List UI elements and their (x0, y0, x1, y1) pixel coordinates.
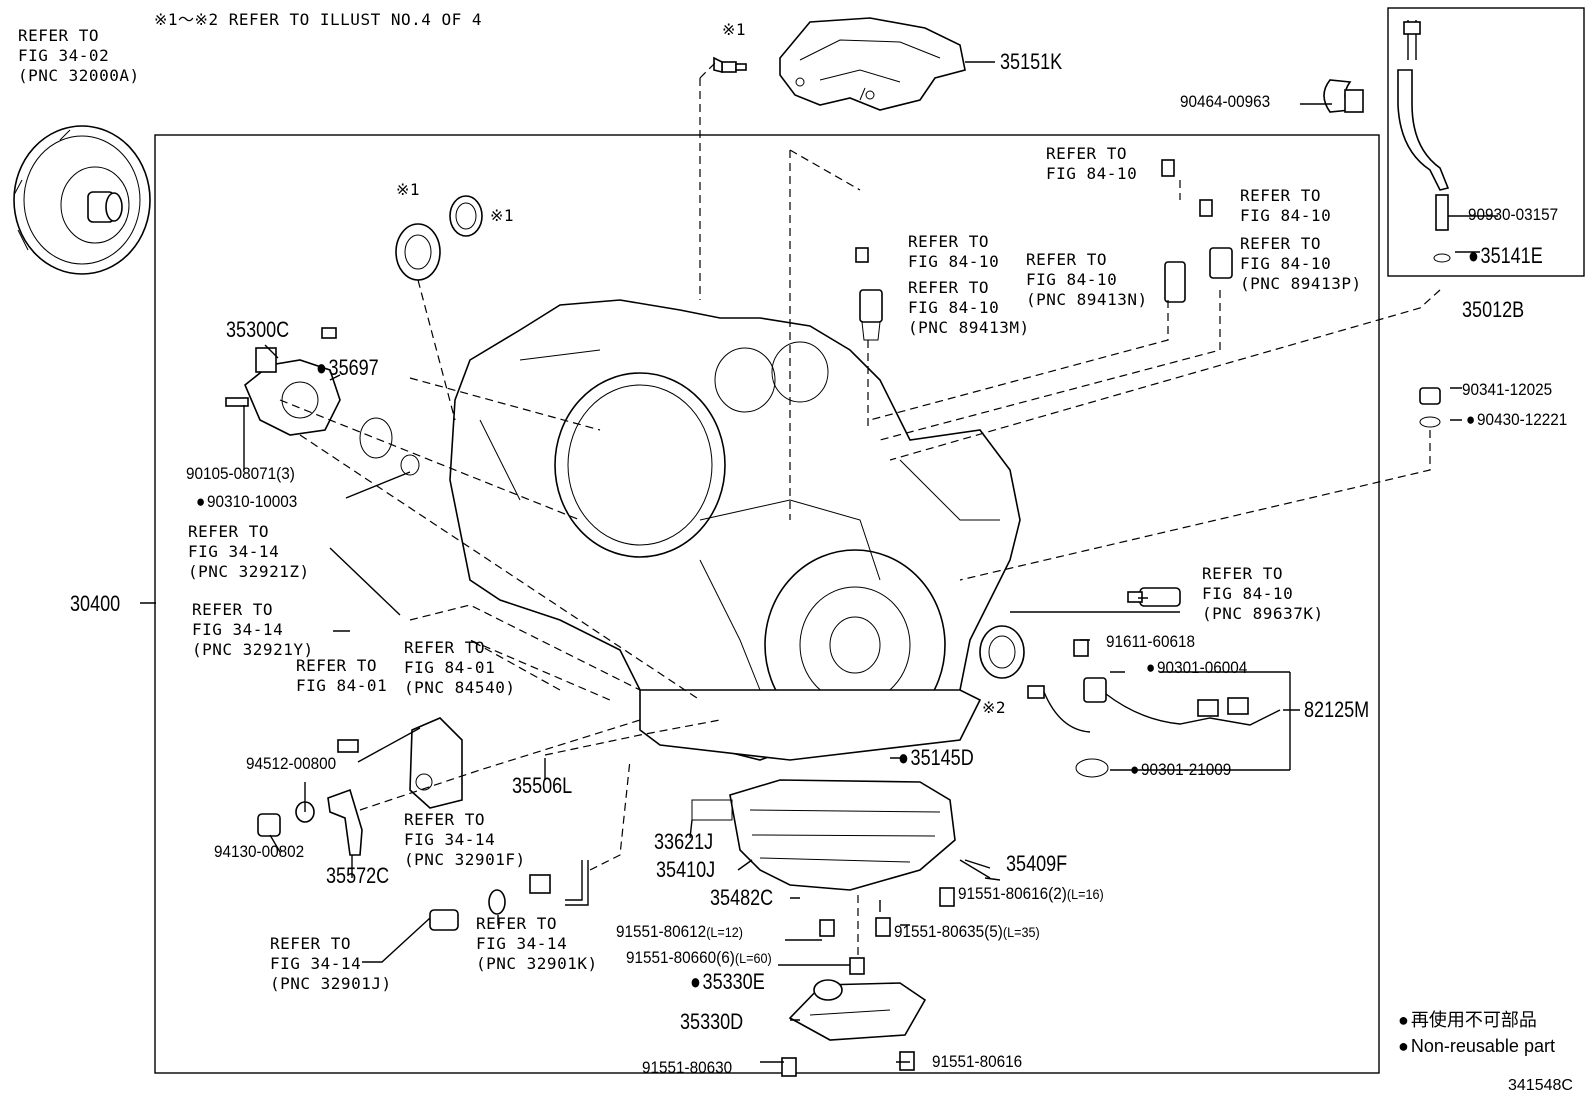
union-bolt (429, 889, 506, 931)
ref-32921z: REFER TO FIG 34-14 (PNC 32921Z) (188, 522, 310, 581)
part-35151k: 35151K (1000, 49, 1063, 74)
part-90464-00963: 90464-00963 (1180, 92, 1271, 111)
part-35141e: 35141E (1468, 244, 1543, 268)
part-91551-80630: 91551-80630 (642, 1058, 733, 1077)
mark2-seal: ※2 (982, 698, 1007, 717)
ref-32901j: REFER TO FIG 34-14 (PNC 32901J) (270, 934, 392, 993)
part-30400: 30400 (70, 591, 121, 616)
ref-89637k: REFER TO FIG 84-10 (PNC 89637K) (1202, 564, 1324, 623)
part-94130-00802: 94130-00802 (214, 842, 305, 861)
ref-8410-a: REFER TO FIG 84-10 (1046, 144, 1138, 183)
ref-8410-b: REFER TO FIG 84-10 (1240, 186, 1332, 225)
ref-32921y: REFER TO FIG 34-14 (PNC 32921Y) (192, 600, 314, 659)
torque-converter (13, 125, 151, 275)
note-top: ※1～※2 REFER TO ILLUST NO.4 OF 4 (154, 10, 483, 29)
breather-hose (1397, 20, 1451, 263)
part-91551-80616-2: 91551-80616(2)(L=16) (958, 884, 1104, 903)
sensor-84540 (337, 717, 463, 809)
ref-32901f: REFER TO FIG 34-14 (PNC 32901F) (404, 810, 526, 869)
part-90430-12221: 90430-12221 (1466, 410, 1567, 430)
ref-89413p: REFER TO FIG 84-10 (PNC 89413P) (1240, 234, 1362, 293)
part-90341-12025: 90341-12025 (1462, 380, 1553, 399)
part-35330e: 35330E (690, 970, 765, 994)
oil-strainer (788, 979, 927, 1041)
part-91611-60618: 91611-60618 (1106, 632, 1196, 651)
washers-nuts (257, 801, 315, 837)
oil-pipe (529, 860, 589, 906)
part-35330d: 35330D (680, 1009, 744, 1034)
clamp-90464 (1323, 79, 1364, 113)
part-91551-80612: 91551-80612(L=12) (616, 922, 743, 941)
bolts-lower (781, 639, 1089, 1077)
oil-seals (395, 195, 483, 281)
part-90105-08071: 90105-08071(3) (186, 464, 295, 483)
part-35482c: 35482C (710, 885, 774, 910)
solenoid-35300c (225, 327, 420, 476)
part-35012b: 35012B (1462, 297, 1525, 322)
part-82125m: 82125M (1304, 697, 1370, 722)
legend-jp: 再使用不可部品 (1398, 1010, 1537, 1030)
ref-84540: REFER TO FIG 84-01 (PNC 84540) (404, 638, 516, 697)
part-33621j: 33621J (654, 829, 714, 854)
sensor-89637k (1127, 587, 1181, 607)
ref-89413m: REFER TO FIG 84-10 (PNC 89413M) (908, 278, 1030, 337)
mark1-seal-a: ※1 (396, 180, 421, 199)
transaxle-case (449, 299, 1021, 761)
inset-frame-35012b (1387, 7, 1585, 277)
part-94512-00800: 94512-00800 (246, 754, 337, 773)
part-35409f: 35409F (1006, 851, 1068, 876)
part-35145d: 35145D (898, 746, 974, 770)
part-35410j: 35410J (656, 857, 716, 882)
cover-35151k (779, 17, 966, 111)
mark1-seal-b: ※1 (490, 206, 515, 225)
ref-89413n: REFER TO FIG 84-10 (PNC 89413N) (1026, 250, 1148, 309)
ref-8410-c: REFER TO FIG 84-10 (908, 232, 1000, 271)
main-frame (154, 134, 1380, 1074)
part-35572c: 35572C (326, 863, 390, 888)
leader-lines (140, 61, 1498, 1063)
part-90310-10003: 90310-10003 (196, 492, 297, 512)
mark1-top: ※1 (722, 20, 747, 39)
valve-body (691, 779, 956, 891)
wire-harness-82125m (1027, 677, 1281, 778)
part-91551-80660-6: 91551-80660(6)(L=60) (626, 948, 772, 967)
part-35506l: 35506L (512, 773, 573, 798)
part-90930-03157: 90930-03157 (1468, 205, 1559, 224)
speed-sensors (855, 159, 1233, 341)
bracket-35572c (327, 788, 363, 856)
part-91551-80616: 91551-80616 (932, 1052, 1023, 1071)
drain-plug-90341 (1419, 387, 1441, 428)
ref-32901k: REFER TO FIG 34-14 (PNC 32901K) (476, 914, 598, 973)
ref-torque-converter: REFER TO FIG 34-02 (PNC 32000A) (18, 26, 140, 85)
dashed-guides (279, 61, 1441, 960)
part-90301-06004: 90301-06004 (1146, 658, 1247, 678)
part-35697: 35697 (316, 356, 379, 380)
ref-8401: REFER TO FIG 84-01 (296, 656, 388, 695)
part-90301-21009: 90301-21009 (1130, 760, 1231, 780)
illust-number: 341548C (1508, 1077, 1573, 1094)
legend-en: Non-reusable part (1398, 1036, 1555, 1056)
part-91551-80635-5: 91551-80635(5)(L=35) (894, 922, 1040, 941)
part-35300c: 35300C (226, 317, 290, 342)
bolt-top-mark1 (713, 56, 747, 74)
seal-mark2 (979, 625, 1025, 679)
